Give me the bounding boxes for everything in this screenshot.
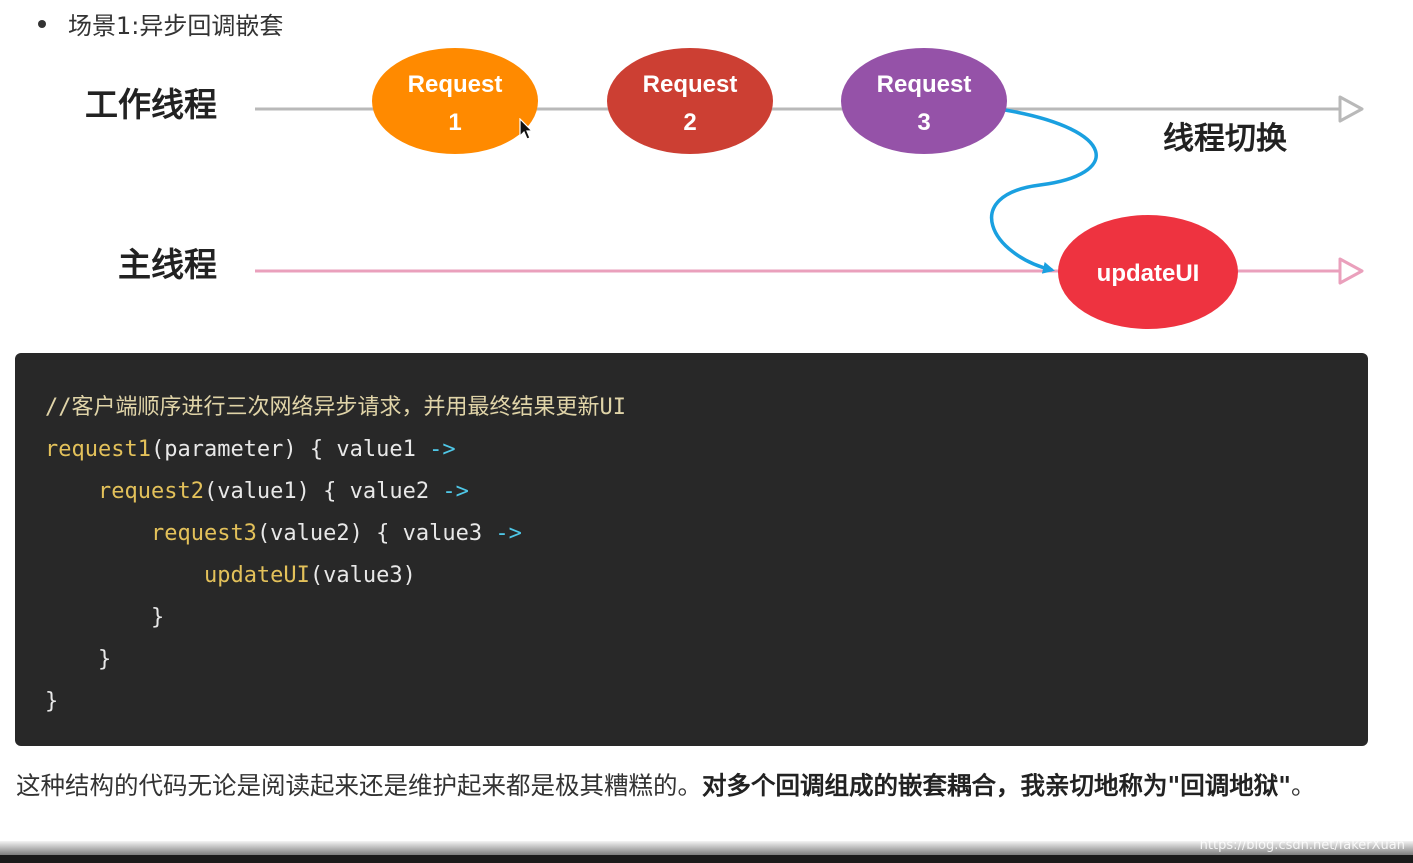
thread-diagram: 工作线程 主线程 线程切换 Request 1 Request 2 Reques…	[85, 48, 1364, 329]
watermark: https://blog.csdn.net/fakerXuan	[1199, 838, 1405, 853]
paragraph-tail: 。	[1291, 771, 1316, 800]
explanation-paragraph: 这种结构的代码无论是阅读起来还是维护起来都是极其糟糕的。对多个回调组成的嵌套耦合…	[16, 763, 1386, 809]
code-func-request2: request2	[97, 479, 204, 504]
main-thread-arrowhead	[1338, 257, 1364, 285]
code-args-request2: (value1) { value2	[203, 479, 443, 504]
scene-heading-text: 场景1:异步回调嵌套	[68, 12, 284, 40]
request-2-number: 2	[683, 109, 696, 136]
request-1-number: 1	[448, 109, 461, 136]
code-args-request1: (parameter) { value1	[150, 437, 430, 462]
paragraph-normal-text: 这种结构的代码无论是阅读起来还是维护起来都是极其糟糕的。	[16, 771, 702, 800]
code-brace-2: }	[97, 647, 112, 672]
scene-heading: 场景1:异步回调嵌套	[38, 6, 283, 41]
thread-switch-arrow	[990, 108, 1098, 274]
code-close-brace-2: }	[45, 639, 1368, 681]
code-close-brace-3: }	[45, 597, 1368, 639]
code-arrow-request3: ->	[495, 521, 522, 546]
code-comment-line: //客户端顺序进行三次网络异步请求，并用最终结果更新UI	[45, 387, 1368, 429]
paragraph-bold-text: 对多个回调组成的嵌套耦合，我亲切地称为"回调地狱"	[702, 771, 1292, 800]
bottom-bar	[0, 855, 1413, 863]
code-args-request3: (value2) { value3	[256, 521, 496, 546]
bullet-icon	[38, 20, 46, 28]
code-arrow-request2: ->	[442, 479, 469, 504]
code-brace-3: }	[150, 605, 165, 630]
request-2-node: Request 2	[607, 48, 773, 154]
code-func-request1: request1	[45, 437, 151, 462]
request-3-number: 3	[917, 109, 930, 136]
code-line-request3: request3(value2) { value3 ->	[45, 513, 1368, 555]
code-line-updateui: updateUI(value3)	[45, 555, 1368, 597]
request-1-label: Request	[408, 71, 503, 98]
code-block: //客户端顺序进行三次网络异步请求，并用最终结果更新UI request1(par…	[15, 353, 1368, 746]
code-brace-1: }	[45, 689, 59, 714]
code-line-request2: request2(value1) { value2 ->	[45, 471, 1368, 513]
worker-thread-label: 工作线程	[85, 85, 217, 124]
code-line-request1: request1(parameter) { value1 ->	[45, 429, 1368, 471]
thread-switch-label: 线程切换	[1163, 121, 1287, 157]
code-args-updateui: (value3)	[309, 563, 416, 588]
request-3-label: Request	[877, 71, 972, 98]
request-1-node: Request 1	[372, 48, 538, 154]
code-func-request3: request3	[150, 521, 257, 546]
worker-thread-arrowhead	[1338, 95, 1364, 123]
mouse-cursor-icon	[519, 118, 534, 140]
code-comment: //客户端顺序进行三次网络异步请求，并用最终结果更新UI	[45, 395, 626, 420]
request-3-node: Request 3	[841, 48, 1007, 154]
code-func-updateui: updateUI	[203, 563, 310, 588]
update-ui-node: updateUI	[1058, 215, 1238, 329]
code-close-brace-1: }	[45, 681, 1368, 723]
code-arrow-request1: ->	[429, 437, 456, 462]
main-thread-label: 主线程	[118, 245, 217, 284]
update-ui-label: updateUI	[1097, 260, 1200, 287]
request-2-label: Request	[643, 71, 738, 98]
